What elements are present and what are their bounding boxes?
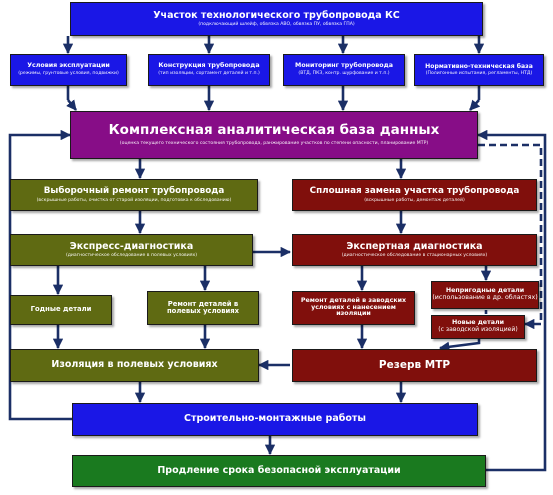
pipeline-design-title: Конструкция трубопровода <box>158 62 260 70</box>
new-parts-subtitle: (с заводской изоляцией) <box>438 326 518 334</box>
feedback-loop-right <box>476 129 547 472</box>
pipeline-design-subtitle: (тип изоляции, сортамент деталей и т.п.) <box>158 71 260 77</box>
good-parts-title: Годные детали <box>30 305 92 314</box>
selective-repair-title: Выборочный ремонт трубопровода <box>43 186 225 197</box>
full-replacement-subtitle: (вскрышные работы, демонтаж деталей) <box>364 197 465 203</box>
top-section-box: Участок технологического трубопровода КС… <box>70 2 483 36</box>
new-parts-title: Новые детали <box>451 319 505 327</box>
selective-repair-box: Выборочный ремонт трубопровода (вскрышны… <box>10 179 258 211</box>
full-replacement-title: Сплошная замена участка трубопровода <box>309 186 520 197</box>
mtr-reserve-title: Резерв МТР <box>378 358 451 371</box>
factory-repair-box: Ремонт деталей в заводских условиях с на… <box>292 291 415 325</box>
arrow-row1-to-db-1b <box>66 99 78 111</box>
field-repair-title: Ремонт деталей в полевых условиях <box>166 299 240 315</box>
selective-repair-subtitle: (вскрышные работы, очистка от старой изо… <box>36 197 232 203</box>
construction-works-title: Строительно-монтажные работы <box>183 413 366 425</box>
analytical-database-box: Комплексная аналитическая база данных (о… <box>70 111 478 159</box>
express-diagnostics-box: Экспресс-диагностика (диагностическое об… <box>10 234 253 266</box>
field-repair-box: Ремонт деталей в полевых условиях <box>147 291 259 325</box>
unfit-parts-subtitle: (использование в др. областях) <box>432 294 538 301</box>
pipeline-design-box: Конструкция трубопровода (тип изоляции, … <box>148 54 270 86</box>
analytical-database-title: Комплексная аналитическая база данных <box>108 122 440 139</box>
top-section-title: Участок технологического трубопровода КС <box>153 9 400 21</box>
new-parts-box: Новые детали (с заводской изоляцией) <box>431 315 525 339</box>
expert-diagnostics-subtitle: (диагностическое обследование в стациона… <box>341 253 488 259</box>
factory-repair-title: Ремонт деталей в заводских условиях с на… <box>300 296 407 318</box>
mtr-reserve-box: Резерв МТР <box>292 349 537 382</box>
operating-conditions-subtitle: (режимы, грунтовые условия, подвижки) <box>18 71 119 77</box>
pipeline-monitoring-subtitle: (ВТД, ПКЗ, контр. шурфование и т.п.) <box>298 71 390 77</box>
express-diagnostics-title: Экспресс-диагностика <box>69 240 194 252</box>
pipeline-monitoring-title: Мониторинг трубопровода <box>295 62 393 70</box>
regulatory-base-title: Нормативно-техническая база <box>425 62 533 70</box>
full-replacement-box: Сплошная замена участка трубопровода (вс… <box>292 179 537 211</box>
top-section-subtitle: (подключающий шлейф, обвязка АВО, обвязк… <box>198 22 355 28</box>
unfit-parts-title: Непригодные детали <box>445 287 525 295</box>
unfit-parts-box: Непригодные детали (использование в др. … <box>431 281 539 309</box>
arrow-row1-to-db-4b <box>469 99 481 111</box>
expert-diagnostics-title: Экспертная диагностика <box>346 240 483 252</box>
analytical-database-subtitle: (оценка текущего технического состояния … <box>119 141 429 147</box>
operating-conditions-box: Условия эксплуатации (режимы, грунтовые … <box>10 54 127 86</box>
express-diagnostics-subtitle: (диагностическое обследование в полевых … <box>65 253 198 259</box>
pipeline-monitoring-box: Мониторинг трубопровода (ВТД, ПКЗ, контр… <box>283 54 405 86</box>
expert-diagnostics-box: Экспертная диагностика (диагностическое … <box>292 234 537 266</box>
safe-operation-extension-box: Продление срока безопасной эксплуатации <box>72 455 486 487</box>
arrow-new-to-reserve <box>438 339 481 352</box>
regulatory-base-subtitle: (Полигонные испытания, регламенты, НТД) <box>425 71 533 77</box>
good-parts-box: Годные детали <box>10 295 112 325</box>
regulatory-base-box: Нормативно-техническая база (Полигонные … <box>414 54 544 86</box>
operating-conditions-title: Условия эксплуатации <box>27 62 110 70</box>
field-insulation-title: Изоляция в полевых условиях <box>51 359 218 371</box>
feedback-loop-left <box>8 129 72 421</box>
field-insulation-box: Изоляция в полевых условиях <box>10 349 259 382</box>
safe-operation-extension-title: Продление срока безопасной эксплуатации <box>157 464 401 476</box>
construction-works-box: Строительно-монтажные работы <box>72 403 478 436</box>
